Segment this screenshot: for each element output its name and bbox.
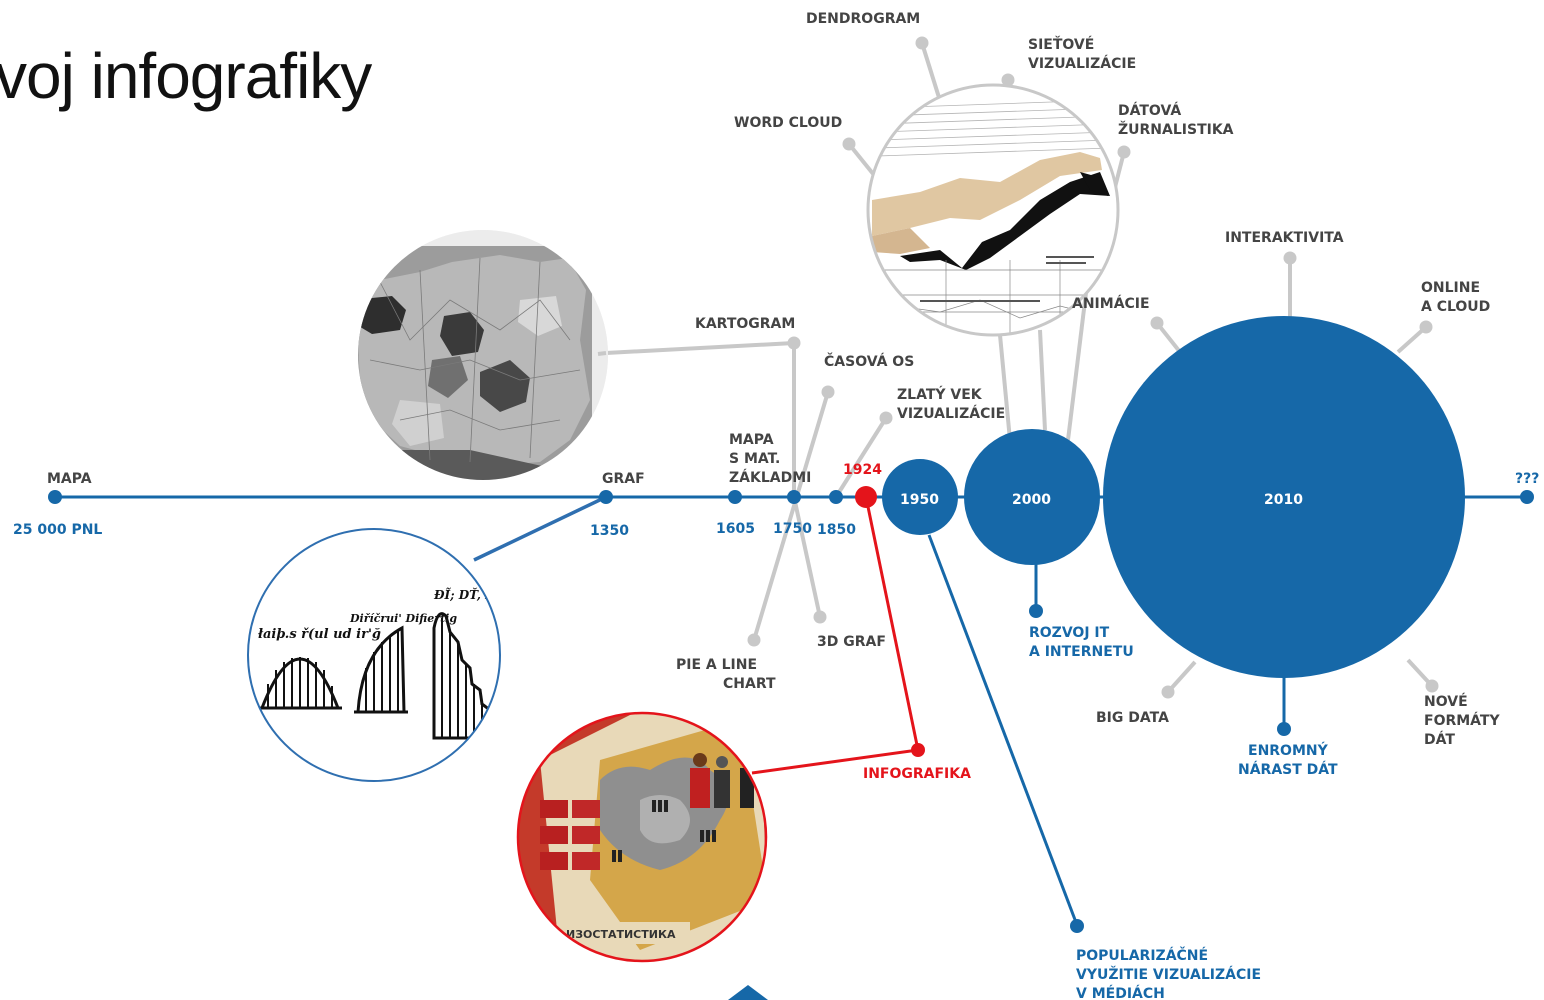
gray-dots bbox=[747, 36, 1439, 699]
milestone-dot-1924 bbox=[855, 486, 877, 508]
milestone-dot-graf bbox=[599, 490, 613, 504]
label-nove-3: DÁT bbox=[1424, 731, 1455, 748]
label-1350: 1350 bbox=[590, 523, 629, 539]
label-datova-2: ŽURNALISTIKA bbox=[1118, 121, 1234, 138]
dot-popularizacne bbox=[1070, 919, 1084, 933]
label-1924: 1924 bbox=[843, 462, 882, 478]
label-1850: 1850 bbox=[817, 522, 856, 538]
label-enormny-2: NÁRAST DÁT bbox=[1238, 761, 1338, 778]
label-2010: 2010 bbox=[1264, 492, 1303, 508]
timeline-dots bbox=[48, 486, 1534, 933]
milestone-dot-1750 bbox=[787, 490, 801, 504]
era-circle-2010 bbox=[1103, 316, 1465, 678]
label-1750: 1750 bbox=[773, 521, 812, 537]
label-popularizacne-1: POPULARIZÁČNÉ bbox=[1076, 946, 1208, 964]
label-1605: 1605 bbox=[716, 521, 755, 537]
label-mapa: MAPA bbox=[47, 471, 92, 487]
label-1950: 1950 bbox=[900, 492, 939, 508]
graph-caption-2: Diříčrui' Difiertig bbox=[349, 612, 457, 625]
connector-net-1 bbox=[998, 334, 1012, 441]
map-thumbnail bbox=[358, 230, 608, 480]
connector-zlaty-vek bbox=[834, 416, 888, 499]
label-word-cloud: WORD CLOUD bbox=[734, 115, 842, 131]
label-online-2: A CLOUD bbox=[1421, 299, 1490, 315]
era-circle-2000 bbox=[964, 429, 1100, 565]
label-2000: 2000 bbox=[1012, 492, 1051, 508]
label-mapa-s-mat-2: S MAT. bbox=[729, 451, 780, 467]
label-enormny-1: ENROMNÝ bbox=[1248, 741, 1329, 759]
connector-net-2 bbox=[1038, 329, 1047, 431]
milestone-dot-mapa bbox=[48, 490, 62, 504]
milestone-dot-1850 bbox=[829, 490, 843, 504]
gray-connectors bbox=[605, 42, 1434, 694]
label-popularizacne-2: VYUŽITIE VIZUALIZÁCIE bbox=[1076, 966, 1261, 983]
milestone-dot-future bbox=[1520, 490, 1534, 504]
connector-word-cloud bbox=[847, 142, 876, 177]
label-nove-2: FORMÁTY bbox=[1424, 712, 1500, 729]
label-mapa-s-mat-3: ZÁKLADMI bbox=[729, 469, 811, 486]
minard-thumbnail bbox=[866, 83, 1120, 337]
label-mapa-s-mat-1: MAPA bbox=[729, 432, 774, 448]
label-pie-line-2: CHART bbox=[723, 676, 776, 692]
label-casova-os: ČASOVÁ OS bbox=[824, 352, 914, 370]
label-pie-line-1: PIE A LINE bbox=[676, 657, 757, 673]
connector-graf-thumb bbox=[473, 495, 607, 562]
label-zlaty-vek-2: VIZUALIZÁCIE bbox=[897, 405, 1005, 422]
label-interaktivita: INTERAKTIVITA bbox=[1225, 230, 1344, 246]
label-animacie: ANIMÁCIE bbox=[1072, 295, 1150, 312]
label-3d-graf: 3D GRAF bbox=[817, 634, 886, 650]
connector-3d-graf bbox=[792, 496, 822, 618]
label-sietove-2: VIZUALIZÁCIE bbox=[1028, 55, 1136, 72]
label-kartogram: KARTOGRAM bbox=[695, 316, 795, 332]
label-dendrogram: DENDROGRAM bbox=[806, 11, 920, 27]
page-title: voj infografiky bbox=[0, 40, 372, 112]
connector-casova-os bbox=[752, 391, 830, 641]
label-online-1: ONLINE bbox=[1421, 280, 1480, 296]
graph-caption-1: łaiþ.s ř(ul ud ir'ğ bbox=[257, 627, 381, 642]
milestone-dot-1605 bbox=[728, 490, 742, 504]
label-infografika: INFOGRAFIKA bbox=[863, 766, 971, 782]
dot-rozvoj bbox=[1029, 604, 1043, 618]
label-future: ??? bbox=[1515, 471, 1539, 487]
label-rozvoj-1: ROZVOJ IT bbox=[1029, 625, 1110, 641]
label-rozvoj-2: A INTERNETU bbox=[1029, 644, 1134, 660]
label-25000-pnl: 25 000 PNL bbox=[13, 522, 102, 538]
label-datova-1: DÁTOVÁ bbox=[1118, 102, 1181, 119]
label-nove-1: NOVÉ bbox=[1424, 693, 1468, 710]
era-circle-1950 bbox=[882, 459, 958, 535]
label-zlaty-vek-1: ZLATÝ VEK bbox=[897, 385, 983, 403]
dot-infografika bbox=[911, 743, 925, 757]
label-popularizacne-3: V MÉDIÁCH bbox=[1076, 985, 1165, 1000]
graph-caption-3: ÐĨ; DŤ, D.ŇŇ bbox=[433, 587, 522, 602]
graph-thumbnail: łaiþ.s ř(ul ud ir'ğ Diříčrui' Difiertig … bbox=[247, 528, 522, 782]
up-arrow-icon bbox=[728, 985, 768, 1000]
connector-big-data bbox=[1166, 660, 1197, 694]
connector-kartogram bbox=[605, 341, 795, 355]
poster-thumbnail: ИЗОСТАТИСТИКА bbox=[516, 711, 768, 963]
label-big-data: BIG DATA bbox=[1096, 710, 1169, 726]
label-sietove-1: SIEŤOVÉ bbox=[1028, 35, 1094, 53]
connector-popularizacne bbox=[927, 534, 1079, 926]
label-graf: GRAF bbox=[602, 471, 645, 487]
dot-enormny bbox=[1277, 722, 1291, 736]
poster-caption: ИЗОСТАТИСТИКА bbox=[566, 928, 676, 941]
